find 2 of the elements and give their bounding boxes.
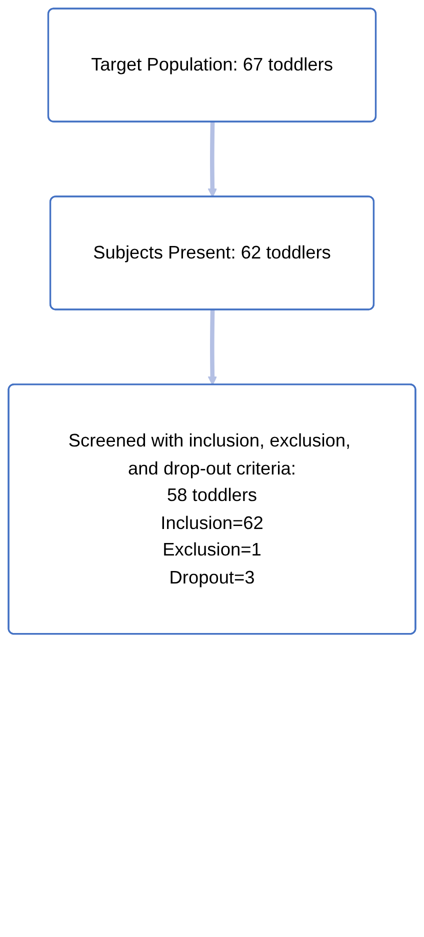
arrow — [208, 122, 218, 198]
arrow — [208, 310, 218, 386]
